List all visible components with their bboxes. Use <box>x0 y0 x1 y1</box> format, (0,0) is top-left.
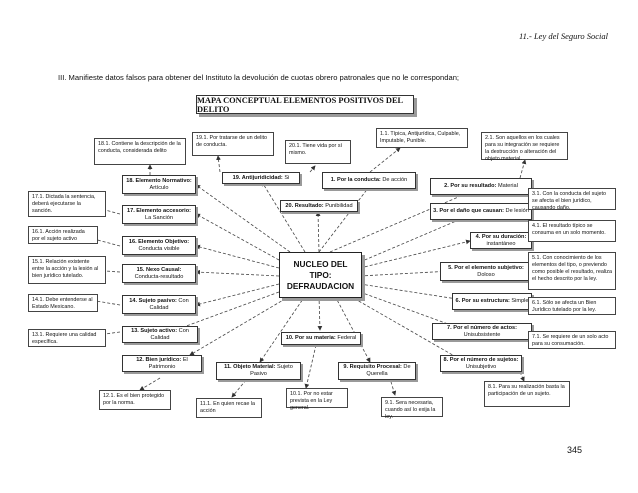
node-4-label: 4. Por su duración: <box>475 233 527 240</box>
node-11-objeto-material: 11. Objeto Material: Sujeto Pasivo <box>216 362 301 380</box>
note-14-1: 14.1. Debe entenderse al Estado Mexicano… <box>28 294 98 312</box>
node-9-procesal: 9. Requisito Procesal: De Querella <box>338 362 416 380</box>
note-7-1: 7.1. Se requiere de un solo acto para su… <box>528 331 616 349</box>
node-11-value: Sujeto Pasivo <box>250 364 293 377</box>
note-4-1: 4.1. El resultado típico se consuma en u… <box>528 220 616 242</box>
node-18-elemento-normativo: 18. Elemento Normativo: Artículo <box>122 175 196 194</box>
node-4-value: instantáneo <box>486 240 516 247</box>
note-2-1: 2.1. Son aquellos en los cuales para su … <box>481 132 568 162</box>
core-type-node: NUCLEO DEL TIPO: DEFRAUDACION <box>279 252 362 298</box>
node-7-label: 7. Por el número de actos: <box>447 324 517 331</box>
note-1-1: 1.1. Típica, Antijurídica, Culpable, Imp… <box>376 128 468 148</box>
node-16-label: 16. Elemento Objetivo: <box>128 238 190 245</box>
node-17-value: La Sanción <box>145 214 173 221</box>
note-3-1: 3.1. Con la conducta del sujeto se afect… <box>528 188 616 211</box>
node-13-value: Con Calidad <box>150 327 189 341</box>
note-8-1: 8.1. Para su realización basta la partic… <box>484 381 570 407</box>
node-19-label: 19. Antijuridicidad: <box>232 174 283 181</box>
node-9-value: De Querella <box>366 364 411 377</box>
node-3-dano: 3. Por el daño que causan: De lesión <box>430 203 532 220</box>
note-12-1: 12.1. Es el bien protegido por la norma. <box>99 390 171 410</box>
node-10-label: 10. Por su materia: <box>285 335 336 341</box>
node-14-label: 14. Sujeto pasivo: <box>129 297 177 304</box>
node-15-nexo-causal: 15. Nexo Causal: Conducta-resultado <box>122 264 196 283</box>
node-5-subjetivo: 5. Por el elemento subjetivo: Doloso <box>440 262 532 281</box>
node-7-value: Unisubsistente <box>463 331 501 338</box>
note-18-1: 18.1. Contiene la descripción de la cond… <box>94 138 186 165</box>
node-20-value: Punibilidad <box>323 202 353 209</box>
node-11-label: 11. Objeto Material: <box>224 364 276 370</box>
core-line-2: TIPO: <box>309 269 332 280</box>
node-17-elemento-accesorio: 17. Elemento accesorio: La Sanción <box>122 205 196 224</box>
node-18-label: 18. Elemento Normativo: <box>126 177 192 184</box>
node-9-label: 9. Requisito Procesal: <box>343 364 402 370</box>
note-20-1: 20.1. Tiene vida por sí mismo. <box>285 140 351 164</box>
node-20-label: 20. Resultado: <box>285 202 324 209</box>
node-1-conducta: 1. Por la conducta: De acción <box>322 172 416 189</box>
node-2-label: 2. Por su resultado: <box>444 183 497 189</box>
note-16-1: 16.1. Acción realizada por el sujeto act… <box>28 226 98 244</box>
note-5-1: 5.1. Con conocimiento de los elementos d… <box>528 252 616 290</box>
node-12-value: El Patrimonio <box>148 356 188 370</box>
node-16-elemento-objetivo: 16. Elemento Objetivo: Conducta visible <box>122 236 196 255</box>
node-8-value: Unisubjetivo <box>465 363 497 370</box>
page-number: 345 <box>567 445 583 455</box>
node-19-value: Si <box>282 174 290 181</box>
node-3-label: 3. Por el daño que causan: <box>433 208 504 214</box>
note-11-1: 11.1. En quien recae la acción <box>196 398 262 418</box>
running-header: 11.- Ley del Seguro Social <box>519 31 608 41</box>
node-13-label: 13. Sujeto activo: <box>131 327 178 334</box>
node-4-duracion: 4. Por su duración: instantáneo <box>470 232 532 249</box>
note-15-1: 15.1. Relación existente entre la acción… <box>28 256 106 284</box>
node-6-estructura: 6. Por su estructura: Simple <box>452 293 532 310</box>
node-20-resultado: 20. Resultado: Punibilidad <box>280 200 358 212</box>
core-line-3: DEFRAUDACION <box>286 280 355 291</box>
node-2-resultado: 2. Por su resultado: Material <box>430 178 532 195</box>
node-2-value: Material <box>496 183 518 189</box>
node-3-value: De lesión <box>504 208 529 214</box>
note-19-1: 19.1. Por tratarse de un delito de condu… <box>192 132 274 156</box>
node-12-label: 12. Bien jurídico: <box>136 356 182 363</box>
node-14-value: Con Calidad <box>149 297 189 311</box>
concept-map-title: MAPA CONCEPTUAL ELEMENTOS POSITIVOS DEL … <box>196 95 414 114</box>
note-9-1: 9.1. Sera necesaria, cuando así lo exija… <box>381 397 443 420</box>
node-5-value: Doloso <box>477 271 495 278</box>
node-12-bien-juridico: 12. Bien jurídico: El Patrimonio <box>122 355 202 372</box>
core-line-1: NUCLEO DEL <box>293 258 348 269</box>
note-6-1: 6.1. Sólo se afecta un Bien Jurídico tut… <box>528 297 616 315</box>
intro-text: III. Manifieste datos falsos para obtene… <box>58 73 460 82</box>
node-8-sujetos: 8. Por el número de sujetos: Unisubjetiv… <box>440 355 522 372</box>
node-5-label: 5. Por el elemento subjetivo: <box>448 264 524 271</box>
node-17-label: 17. Elemento accesorio: <box>126 207 192 214</box>
node-10-materia: 10. Por su materia: Federal <box>281 332 361 345</box>
node-18-value: Artículo <box>149 184 169 191</box>
node-7-actos: 7. Por el número de actos: Unisubsistent… <box>432 323 532 340</box>
note-13-1: 13.1. Requiere una calidad específica. <box>28 329 106 347</box>
note-17-1: 17.1. Dictada la sentencia, deberá ejecu… <box>28 191 106 217</box>
node-19-antijuridicidad: 19. Antijuridicidad: Si <box>222 172 300 184</box>
node-16-value: Conducta visible <box>138 245 180 252</box>
node-1-value: De acción <box>380 177 408 183</box>
node-6-value: Simple <box>509 298 529 304</box>
node-15-value: Conducta-resultado <box>134 273 184 280</box>
note-10-1: 10.1. Por no estar prevista en la Ley ge… <box>286 388 348 411</box>
node-1-label: 1. Por la conducta: <box>330 177 381 183</box>
node-14-sujeto-pasivo: 14. Sujeto pasivo: Con Calidad <box>122 295 196 314</box>
node-15-label: 15. Nexo Causal: <box>136 266 182 273</box>
node-10-value: Federal <box>335 335 357 341</box>
node-13-sujeto-activo: 13. Sujeto activo: Con Calidad <box>122 326 198 343</box>
node-6-label: 6. Por su estructura: <box>455 298 510 304</box>
node-8-label: 8. Por el número de sujetos: <box>443 356 519 363</box>
